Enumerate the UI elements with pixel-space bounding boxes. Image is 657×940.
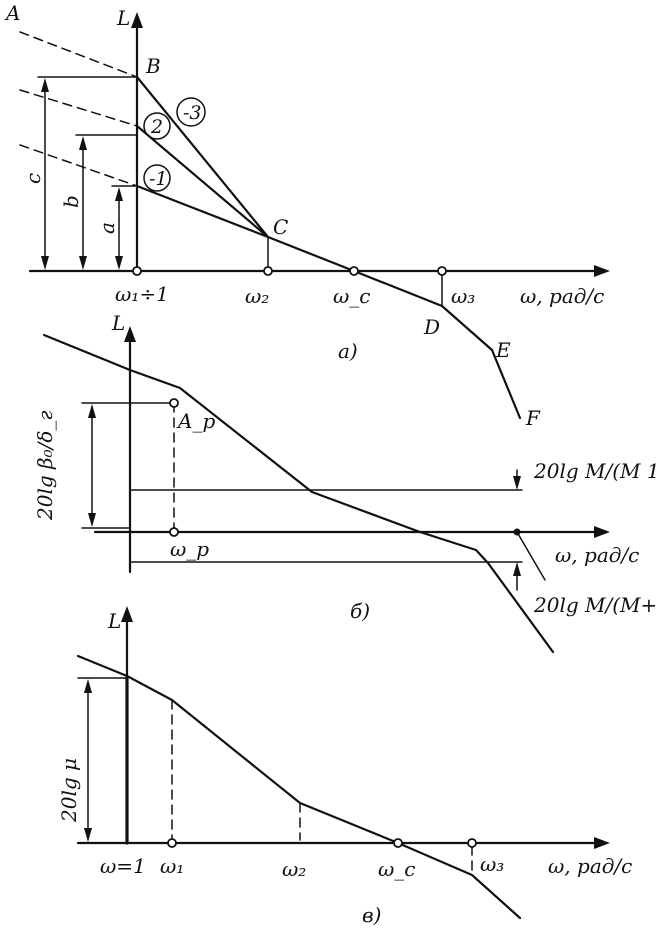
panel-c-y-label: L [107,609,121,633]
tick-omega1: ω₁÷1 [115,282,169,306]
slope-label-minus3: -3 [183,102,202,124]
upper-band-label: 20lg M/(M 1) [533,459,657,483]
tick-omegac: ω_c [333,284,371,308]
lower-band-label: 20lg M/(M+1) [533,593,657,617]
tick-omegac-c: ω_c [378,857,416,881]
slope-label-minus1: -1 [149,168,168,190]
panel-a: -3 2 -1 A B C D E F L ω, рад/с c b a ω₁÷… [4,1,610,430]
point-label-e: E [495,338,511,362]
panel-a-y-label: L [116,6,130,30]
panel-a-x-arrow-icon [594,265,610,277]
dashed-asymptote-a [19,31,138,78]
panel-c-x-label: ω, рад/с [548,854,632,878]
marker-omega3-c [467,838,477,848]
marker-ap [169,398,179,408]
point-label-d: D [423,315,440,339]
height-label-c: c [21,173,45,184]
dim-a-arrow-bottom-icon [115,256,123,270]
marker-omega1-c [167,838,177,848]
panel-b-x-label: ω, рад/с [555,543,639,567]
panel-c-y-arrow-icon [121,606,133,622]
panel-b-caption: б) [350,599,370,623]
curve-c-to-f [266,235,522,420]
panel-b-y-arrow-icon [124,326,136,342]
point-label-a: A [4,1,20,25]
slope-line-minus1 [135,184,270,239]
marker-omegap [169,527,179,537]
dim-b-arrow-top-icon [79,136,87,150]
dim-c-arrow-top-icon [41,78,49,92]
panel-b-x-arrow-icon [594,526,610,538]
marker-omega1 [132,266,142,276]
dim-mu-arrow-bottom-icon [84,828,92,842]
marker-omega3 [437,266,447,276]
panel-b-curve [42,333,555,654]
dim-mu-arrow-top-icon [84,679,92,693]
slope-label-2: 2 [150,116,163,138]
dim-b-arrow-bottom-icon [79,256,87,270]
panel-c-x-arrow-icon [594,837,610,849]
height-label-b: b [59,195,83,208]
dim-lower-arrow-icon [513,562,521,576]
height-label-beta: 20lg β₀/δ_г [33,411,57,521]
tick-omega3-c: ω₃ [480,852,504,876]
dim-beta-arrow-top-icon [88,404,96,418]
slope-line-minus3 [135,75,270,239]
tick-omega3: ω₃ [451,284,475,308]
dashed-asymptote-b [19,89,138,127]
height-label-mu: 20lg μ [57,758,81,823]
panel-c: L ω, рад/с 20lg μ ω=1 ω₁ ω₂ ω_c ω₃ в) [57,606,632,927]
marker-omegac-c [393,838,403,848]
tick-omega-eq-1: ω=1 [100,854,146,878]
point-label-c: C [273,215,288,239]
dim-a-arrow-top-icon [115,187,123,201]
tick-omega2: ω₂ [245,284,269,308]
point-label-b: B [145,54,161,78]
tick-omega1-c: ω₁ [160,854,184,878]
tick-omega2-c: ω₂ [282,857,306,881]
slope-circle-2 [143,112,171,140]
lower-band-leader [516,531,546,581]
panel-c-caption: в) [362,903,381,927]
slope-circle-minus1 [143,164,171,192]
panel-a-y-arrow-icon [131,12,143,28]
point-label-ap: A_p [176,409,215,433]
marker-omega2 [263,266,273,276]
dim-upper-arrow-icon [513,476,521,490]
point-label-f: F [525,406,541,430]
dim-c-arrow-bottom-icon [41,256,49,270]
dim-beta-arrow-bottom-icon [88,513,96,527]
slope-line-2 [135,124,270,239]
panel-b-y-label: L [111,311,125,335]
marker-omegac [349,266,359,276]
height-label-a: a [95,222,119,234]
panel-a-caption: а) [338,339,358,363]
slope-circle-minus3 [176,97,206,127]
tick-omegap: ω_p [170,537,209,561]
panel-a-x-label: ω, рад/с [520,284,604,308]
panel-b: L ω, рад/с A_p ω_p 20lg β₀/δ_г 20lg M/(M… [33,311,657,654]
dashed-asymptote-c [19,144,138,187]
